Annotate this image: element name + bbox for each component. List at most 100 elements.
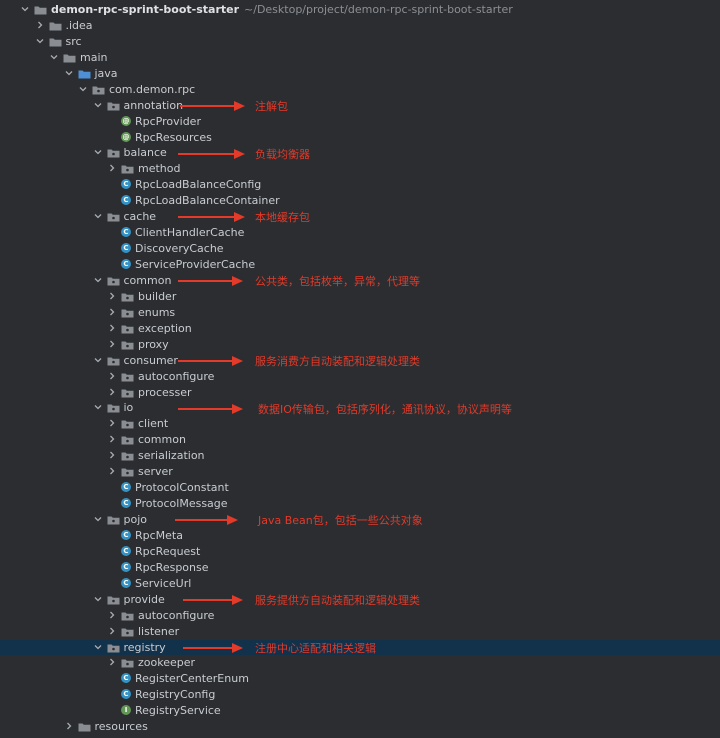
tree-row[interactable]: common <box>0 432 720 448</box>
chevron-right-icon[interactable] <box>107 418 117 428</box>
tree-item-label: resources <box>94 720 148 734</box>
tree-row[interactable]: serialization <box>0 448 720 464</box>
chevron-right-icon[interactable] <box>107 291 117 301</box>
tree-row[interactable]: client <box>0 416 720 432</box>
tree-item-label: java <box>94 66 118 80</box>
chevron-right-icon[interactable] <box>107 371 117 381</box>
chevron-down-icon[interactable] <box>93 211 103 221</box>
tree-row[interactable]: src <box>0 34 720 50</box>
chevron-right-icon[interactable] <box>107 387 117 397</box>
tree-row[interactable]: java <box>0 66 720 82</box>
folder-icon <box>49 36 62 47</box>
chevron-right-icon[interactable] <box>107 323 117 333</box>
tree-spacer <box>107 546 117 556</box>
chevron-right-icon[interactable] <box>107 657 117 667</box>
chevron-down-icon[interactable] <box>93 642 103 652</box>
tree-item-label: server <box>138 465 173 479</box>
chevron-down-icon[interactable] <box>64 68 74 78</box>
tree-item-label: src <box>65 34 82 48</box>
tree-row[interactable]: exception <box>0 321 720 337</box>
chevron-right-icon[interactable] <box>107 626 117 636</box>
tree-row[interactable]: C RpcRequest <box>0 544 720 560</box>
red-arrow-icon <box>175 515 238 526</box>
tree-row[interactable]: pojo <box>0 512 720 528</box>
chevron-down-icon[interactable] <box>35 36 45 46</box>
class-icon: C <box>121 545 131 556</box>
tree-row[interactable]: server <box>0 464 720 480</box>
chevron-down-icon[interactable] <box>93 514 103 524</box>
package-icon <box>121 339 134 350</box>
tree-row[interactable]: registry <box>0 639 720 656</box>
tree-spacer <box>107 562 117 572</box>
chevron-down-icon[interactable] <box>20 4 30 14</box>
tree-row[interactable]: consumer <box>0 353 720 369</box>
tree-item-label: RpcRequest <box>135 544 201 558</box>
tree-row[interactable]: balance <box>0 145 720 161</box>
chevron-right-icon[interactable] <box>107 163 117 173</box>
tree-row[interactable]: main <box>0 50 720 66</box>
tree-row[interactable]: zookeeper <box>0 655 720 671</box>
tree-row[interactable]: cache <box>0 209 720 225</box>
tree-row[interactable]: resources <box>0 719 720 735</box>
chevron-right-icon[interactable] <box>107 610 117 620</box>
chevron-right-icon[interactable] <box>35 20 45 30</box>
package-icon <box>121 418 134 429</box>
chevron-right-icon[interactable] <box>64 721 74 731</box>
chevron-right-icon[interactable] <box>107 307 117 317</box>
chevron-right-icon[interactable] <box>107 434 117 444</box>
tree-row[interactable]: method <box>0 161 720 177</box>
chevron-right-icon[interactable] <box>107 339 117 349</box>
chevron-down-icon[interactable] <box>93 275 103 285</box>
chevron-right-icon[interactable] <box>107 466 117 476</box>
tree-row[interactable]: provide <box>0 592 720 608</box>
tree-spacer <box>107 578 117 588</box>
chevron-right-icon[interactable] <box>107 450 117 460</box>
package-icon <box>121 323 134 334</box>
tree-item-label: io <box>123 401 134 415</box>
tree-row[interactable]: common <box>0 273 720 289</box>
tree-item-label: RpcResources <box>135 130 212 144</box>
tree-row[interactable]: autoconfigure <box>0 608 720 624</box>
tree-item-label: registry <box>123 640 166 654</box>
tree-row[interactable]: listener <box>0 624 720 640</box>
chevron-down-icon[interactable] <box>93 355 103 365</box>
tree-row[interactable]: builder <box>0 289 720 305</box>
tree-row[interactable]: com.demon.rpc <box>0 82 720 98</box>
package-icon <box>107 642 120 652</box>
tree-row[interactable]: processer <box>0 385 720 401</box>
annotation-text: 本地缓存包 <box>255 211 310 225</box>
package-icon <box>121 434 134 445</box>
chevron-down-icon[interactable] <box>93 402 103 412</box>
chevron-down-icon[interactable] <box>49 52 59 62</box>
tree-row[interactable]: annotation <box>0 98 720 114</box>
tree-row[interactable]: autoconfigure <box>0 369 720 385</box>
tree-row[interactable]: enums <box>0 305 720 321</box>
tree-row[interactable]: demon-rpc-sprint-boot-starter~/Desktop/p… <box>0 2 720 18</box>
chevron-down-icon[interactable] <box>78 84 88 94</box>
chevron-down-icon[interactable] <box>93 594 103 604</box>
tree-row[interactable]: .idea <box>0 18 720 34</box>
tree-item-label: .idea <box>65 18 93 32</box>
tree-row[interactable]: @RpcResources <box>0 130 720 146</box>
chevron-down-icon[interactable] <box>93 100 103 110</box>
class-icon: C <box>121 227 131 238</box>
tree-row[interactable]: io <box>0 400 720 416</box>
tree-row[interactable]: proxy <box>0 337 720 353</box>
chevron-down-icon[interactable] <box>93 147 103 157</box>
tree-row[interactable]: @RpcProvider <box>0 114 720 130</box>
class-icon: C <box>121 561 131 572</box>
